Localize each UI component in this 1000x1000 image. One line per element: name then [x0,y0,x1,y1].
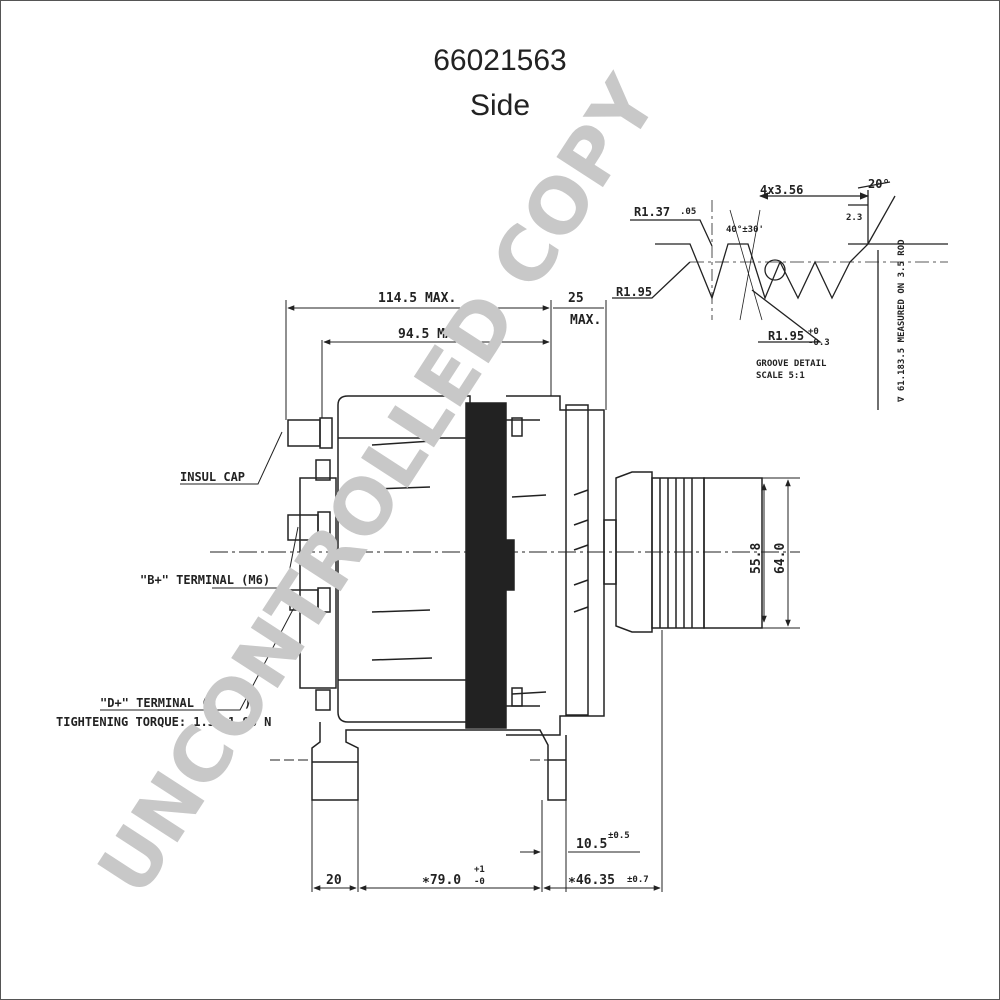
dim-bottom-mid: ∗79.0 [422,873,461,888]
callout-torque: TIGHTENING TORQUE: 1.57 [56,715,222,729]
groove-vertical-note: ∇ 61.183.5 MEASURED ON 3.5 ROD [897,239,907,403]
groove-r1: R1.37 [634,205,670,219]
dim-bottom-mid-tol-plus: +1 [474,865,485,875]
groove-inner-angle: 40°±30' [726,225,764,235]
dim-pulley-inner: 55.8 [749,543,764,574]
view-label: Side [469,89,531,122]
part-number: 66021563 [433,44,567,77]
mounting-foot [311,722,567,801]
groove-r3-tol-minus: -0.3 [808,338,830,348]
insul-cap-terminal [287,419,321,447]
alternator-side-view [210,395,800,801]
groove-caption-1: GROOVE DETAIL [756,359,827,369]
dim-pulley-outer: 64.0 [773,543,788,574]
dim-bottom-left: 20 [326,873,342,888]
dim-overall-max: 114.5 MAX. [378,291,456,306]
dim-front-max: 25 [568,291,584,306]
dim-bottom-mid-tol-minus: -0 [474,877,485,887]
callout-d-plus-terminal: "D+" TERMINAL (M [100,696,216,710]
groove-r1-tol: .05 [680,207,696,217]
uncontrolled-copy-watermark: UNCONTROLLED COPY [80,61,675,910]
pulley-hub [615,471,653,633]
groove-depth: 2.3 [846,213,862,223]
dim-front-max-suffix: MAX. [570,313,601,328]
groove-caption-2: SCALE 5:1 [756,371,805,381]
groove-pitch: 4x3.56 [760,183,803,197]
groove-r2: R1.95 [616,285,652,299]
groove-angle: 20° [868,177,890,191]
front-housing [506,395,605,736]
callout-b-plus-terminal: "B+" TERMINAL (M6) [140,573,270,587]
callout-d-plus-terminal-end: ) [244,696,251,710]
groove-r3: R1.95 [768,329,804,343]
callout-insul-cap: INSUL CAP [180,470,245,484]
dim-body-max: 94.5 MAX. [398,327,468,342]
groove-r3-tol-plus: +0 [808,327,819,337]
callout-torque-end: 1.96 N [228,715,271,729]
dim-bottom-right: ∗46.35 [568,873,615,888]
dim-flange-tol: ±0.5 [608,831,630,841]
dim-flange: 10.5 [576,837,607,852]
dim-bottom-right-tol: ±0.7 [627,875,649,885]
measuring-rod [764,259,786,281]
dimension-lines [100,300,800,892]
groove-detail [612,181,948,410]
